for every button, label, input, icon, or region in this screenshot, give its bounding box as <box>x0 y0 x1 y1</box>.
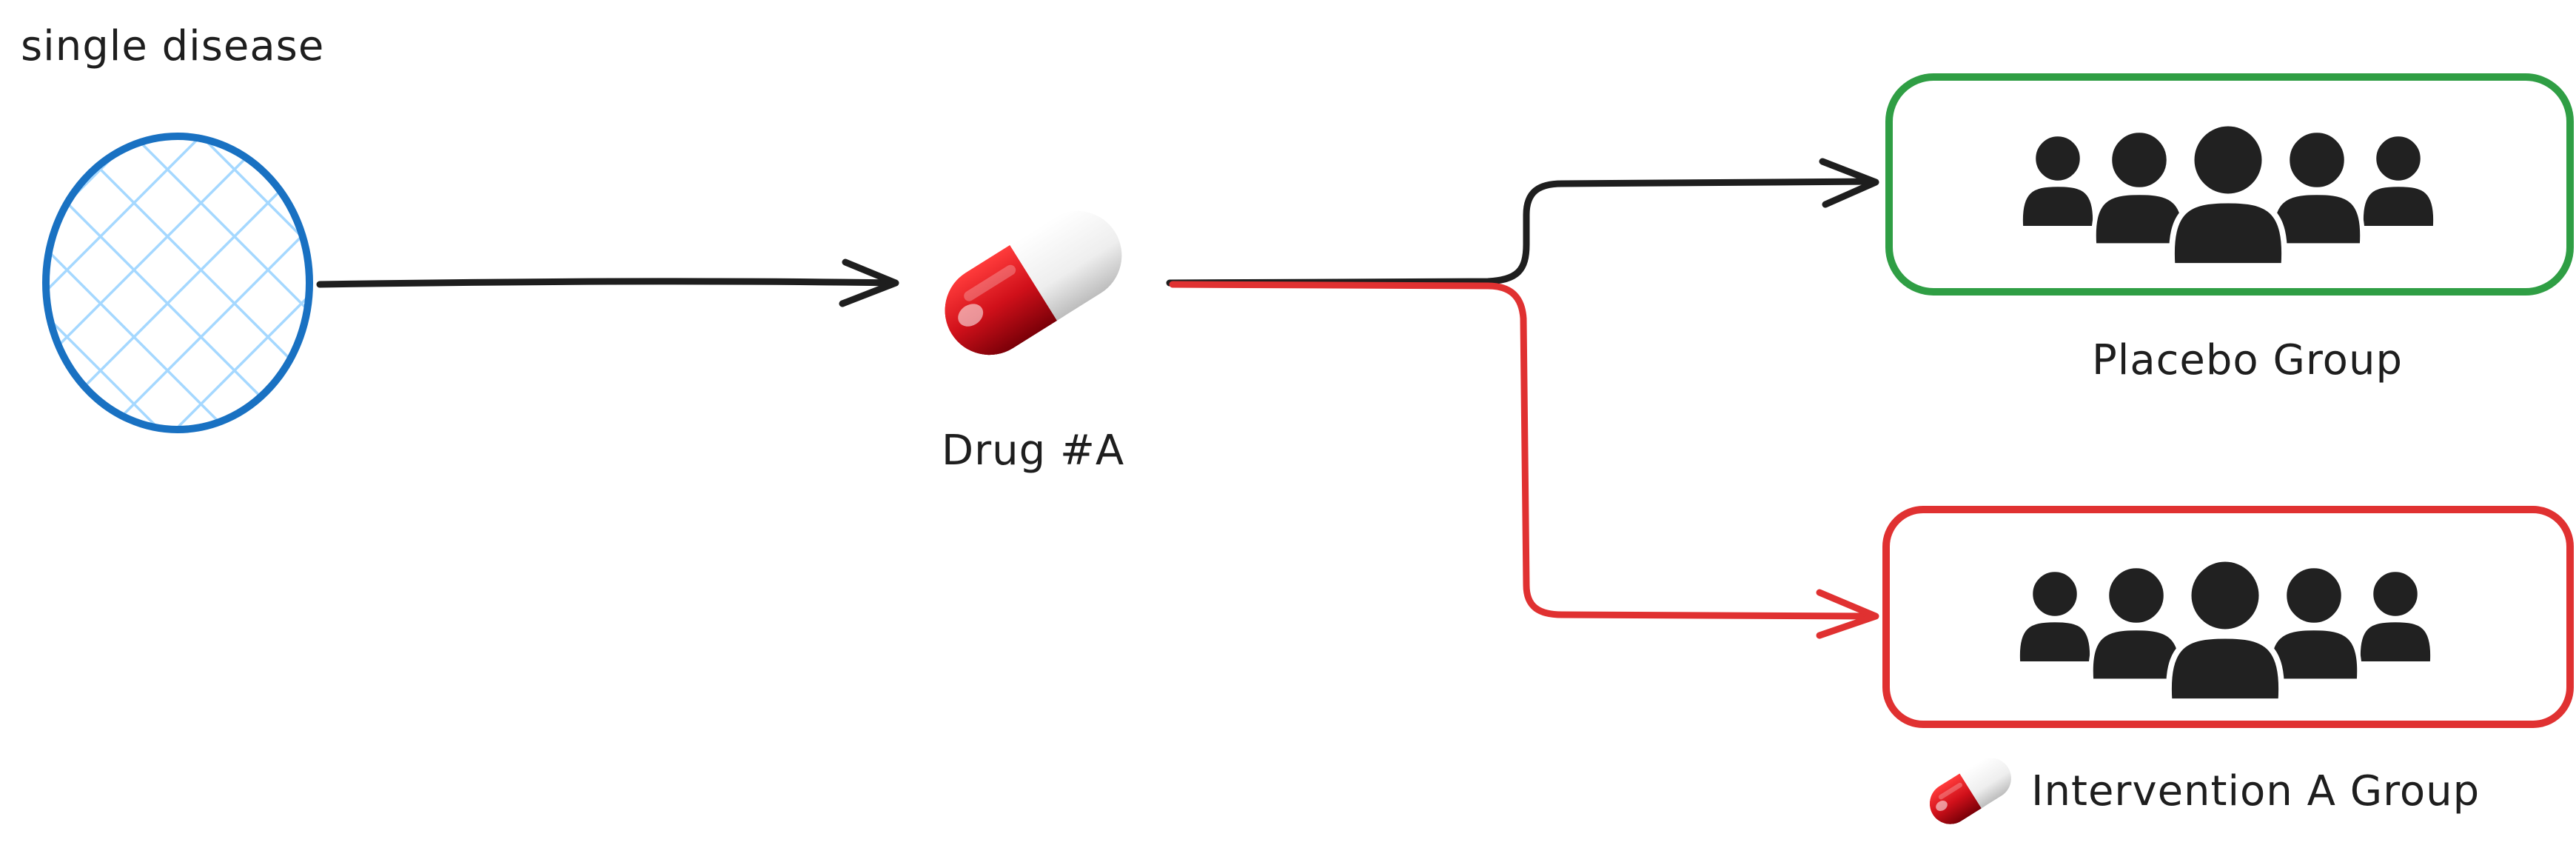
arrow-disease-to-drug <box>316 258 899 307</box>
placebo-group-box <box>1885 73 2574 296</box>
placebo-group-label: Placebo Group <box>2092 336 2403 384</box>
small-pill-icon <box>1922 750 2019 832</box>
arrow-to-placebo <box>1166 158 1879 287</box>
intervention-group-box <box>1882 506 2574 728</box>
people-group-icon <box>2018 559 2432 701</box>
arrow-to-intervention <box>1169 281 1879 639</box>
disease-circle-icon <box>42 133 313 433</box>
intervention-group-label: Intervention A Group <box>2031 767 2481 815</box>
drug-label: Drug #A <box>942 427 1125 475</box>
people-group-icon <box>2021 124 2435 266</box>
disease-label: single disease <box>21 22 325 70</box>
drug-pill-icon <box>928 194 1139 372</box>
